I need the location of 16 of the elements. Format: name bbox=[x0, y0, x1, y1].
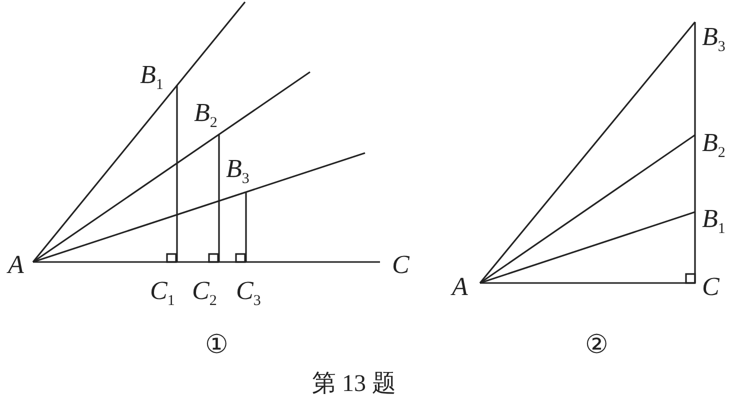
figure-number: ① bbox=[205, 332, 228, 358]
point-label: C$_{3}$ bbox=[236, 278, 261, 310]
point-label: B$_{2}$ bbox=[194, 100, 218, 132]
point-label: A bbox=[452, 274, 468, 300]
point-label: C$_{2}$ bbox=[192, 278, 217, 310]
figure-number: ② bbox=[585, 332, 608, 358]
point-label: C bbox=[392, 252, 410, 278]
point-label: B$_{1}$ bbox=[702, 206, 726, 238]
point-label: B$_{1}$ bbox=[140, 62, 164, 94]
point-label: B$_{3}$ bbox=[226, 156, 250, 188]
point-label: A bbox=[8, 252, 24, 278]
point-label: C bbox=[702, 274, 720, 300]
caption: 第 13 题 bbox=[312, 372, 396, 396]
point-label: B$_{3}$ bbox=[702, 24, 726, 56]
point-label: C$_{1}$ bbox=[150, 278, 175, 310]
point-label: B$_{2}$ bbox=[702, 130, 726, 162]
